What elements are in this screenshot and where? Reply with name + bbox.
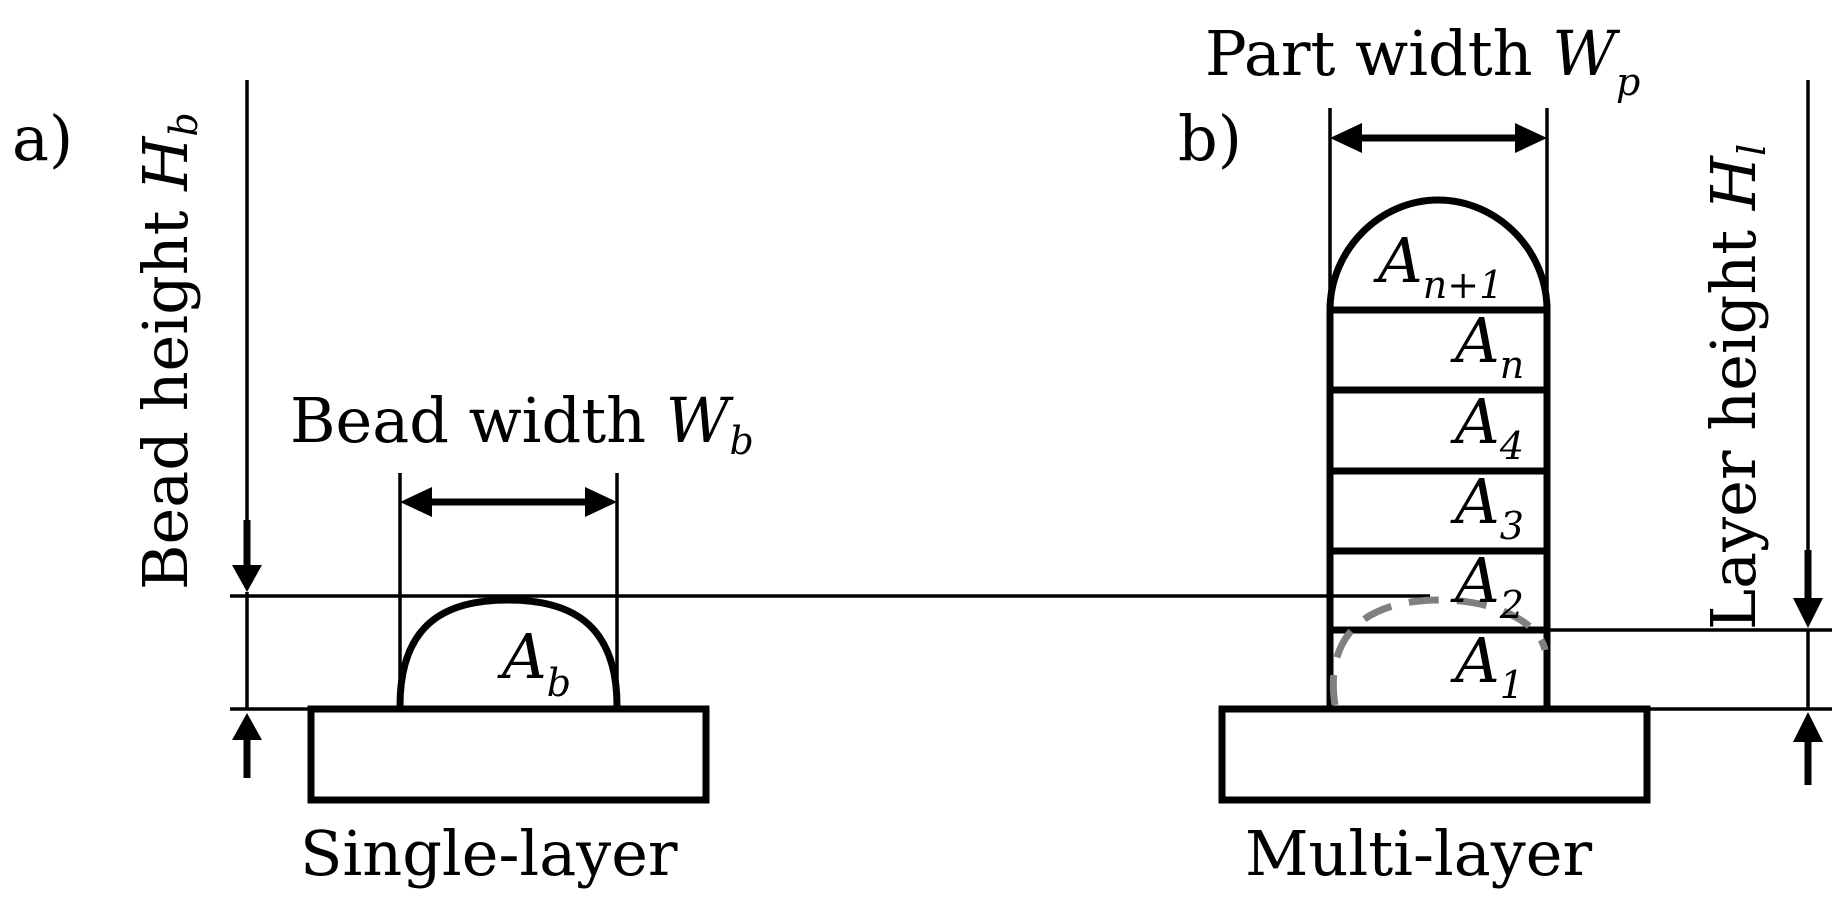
bead-height-label: Bead height Hb — [129, 112, 206, 590]
layer-sub-n: n — [1500, 343, 1524, 387]
layer-symbol-n-plus-1: A — [1373, 224, 1423, 297]
layer-sub-1: 1 — [1500, 663, 1524, 707]
bead-width-arrowhead-left — [400, 487, 432, 517]
layer-height-top-arrowhead — [1793, 598, 1823, 628]
layer-symbol-3: A — [1450, 465, 1500, 538]
part-width-text: Part width — [1205, 17, 1552, 90]
bead-height-symbol: H — [129, 135, 202, 192]
bead-height-text: Bead height — [129, 191, 202, 590]
layer-height-text: Layer height — [1697, 210, 1770, 630]
part-width-sub: p — [1616, 60, 1640, 104]
layer-label-4: A4 — [1450, 385, 1524, 468]
layer-symbol-n: A — [1450, 304, 1500, 377]
layer-height-label: Layer height Hl — [1697, 144, 1774, 630]
bead-area-symbol: A — [497, 620, 547, 693]
layer-symbol-2: A — [1450, 544, 1500, 617]
layer-height-symbol: H — [1697, 154, 1770, 211]
layer-label-1: A1 — [1450, 624, 1524, 707]
bead-width-text: Bead width — [290, 384, 666, 457]
bead-width-symbol: W — [666, 384, 734, 457]
layer-symbol-1: A — [1450, 624, 1500, 697]
part-width-arrowhead-left — [1330, 123, 1362, 153]
layer-label-2: A2 — [1450, 544, 1524, 627]
panel-b-tag: b) — [1178, 102, 1242, 175]
bead-height-top-arrowhead — [232, 565, 262, 592]
layer-symbol-4: A — [1450, 385, 1500, 458]
bead-width-sub: b — [730, 419, 754, 463]
bead-height-bottom-arrowhead — [232, 713, 262, 740]
first-bead-dashed-outline — [1329, 596, 1549, 706]
single-bead — [396, 596, 621, 707]
layer-label-n-plus-1: An+1 — [1373, 224, 1503, 307]
bead-width-label: Bead width Wb — [290, 384, 754, 463]
substrate-single — [307, 705, 710, 804]
layer-sub-n-plus-1: n+1 — [1423, 263, 1504, 307]
part-width-arrowhead-right — [1515, 123, 1547, 153]
layer-sub-2: 2 — [1499, 583, 1524, 627]
layer-label-n: An — [1450, 304, 1524, 387]
layer-sub-4: 4 — [1499, 424, 1524, 468]
bead-area-sub: b — [547, 661, 571, 705]
single-layer-caption: Single-layer — [300, 817, 678, 890]
multi-layer-caption: Multi-layer — [1245, 817, 1592, 890]
part-width-label: Part width Wp — [1205, 17, 1640, 104]
layer-height-bottom-arrowhead — [1793, 712, 1823, 742]
layer-label-3: A3 — [1450, 465, 1524, 548]
wall-top-bead — [1326, 196, 1551, 311]
bead-area-label: Ab — [497, 620, 571, 705]
part-width-symbol: W — [1552, 17, 1620, 90]
layer-height-sub: l — [1730, 144, 1774, 156]
bead-width-arrowhead-right — [585, 487, 617, 517]
layer-sub-3: 3 — [1500, 504, 1524, 548]
panel-a-tag: a) — [12, 102, 73, 175]
substrate-multi — [1218, 705, 1651, 804]
bead-height-sub: b — [162, 112, 206, 136]
